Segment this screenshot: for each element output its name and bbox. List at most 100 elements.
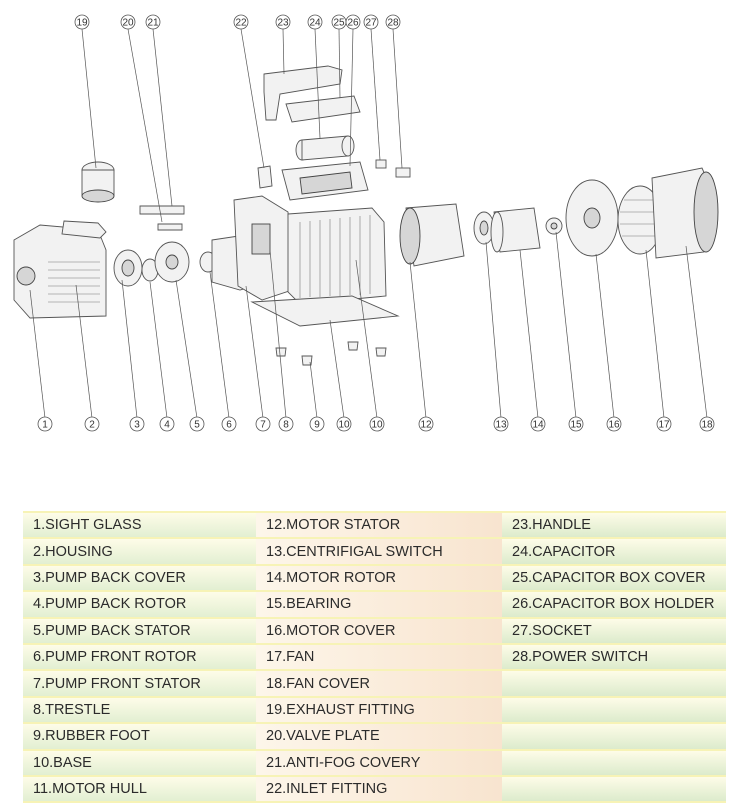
legend-row: 10.BASE 21.ANTI-FOG COVERY — [23, 749, 726, 777]
svg-text:3: 3 — [134, 420, 140, 431]
part-capacitor-box-holder-drawing — [281, 161, 369, 201]
callout-13: 13 — [493, 416, 509, 432]
legend-row: 2.HOUSING 13.CENTRIFIGAL SWITCH 24.CAPAC… — [23, 538, 726, 566]
svg-text:8: 8 — [283, 420, 289, 431]
legend-row: 6.PUMP FRONT ROTOR 17.FAN 28.POWER SWITC… — [23, 643, 726, 672]
part-motor-cover-drawing — [565, 179, 619, 257]
part-fan-cover-drawing — [651, 167, 719, 259]
legend-row: 9.RUBBER FOOT 20.VALVE PLATE — [23, 723, 726, 751]
svg-text:13: 13 — [495, 420, 507, 431]
svg-text:23: 23 — [277, 18, 289, 29]
legend-cell: 8.TRESTLE — [23, 696, 256, 725]
legend-cell: 22.INLET FITTING — [256, 775, 502, 804]
callout-3: 3 — [129, 416, 145, 432]
svg-text:15: 15 — [570, 420, 582, 431]
legend-cell — [502, 723, 726, 751]
part-motor-hull-drawing — [287, 207, 387, 305]
legend-cell: 26.CAPACITOR BOX HOLDER — [502, 591, 726, 619]
callout-19: 19 — [74, 14, 90, 30]
legend-row: 5.PUMP BACK STATOR 16.MOTOR COVER 27.SOC… — [23, 617, 726, 645]
callout-5: 5 — [189, 416, 205, 432]
callout-markers: 1 2 3 4 5 6 7 8 9 10 10 12 13 14 15 16 1… — [37, 14, 715, 432]
legend-cell: 2.HOUSING — [23, 538, 256, 566]
legend-cell: 18.FAN COVER — [256, 670, 502, 698]
legend-cell: 28.POWER SWITCH — [502, 643, 726, 672]
legend-cell — [502, 775, 726, 804]
legend-cell: 13.CENTRIFIGAL SWITCH — [256, 538, 502, 566]
legend-row: 3.PUMP BACK COVER 14.MOTOR ROTOR 25.CAPA… — [23, 564, 726, 593]
svg-text:9: 9 — [314, 420, 320, 431]
legend-cell: 19.EXHAUST FITTING — [256, 696, 502, 725]
callout-12: 12 — [418, 416, 434, 432]
legend-cell: 17.FAN — [256, 643, 502, 672]
legend-cell: 5.PUMP BACK STATOR — [23, 617, 256, 645]
legend-cell: 24.CAPACITOR — [502, 538, 726, 566]
callout-10: 10 — [336, 416, 352, 432]
part-fan-drawing — [617, 185, 663, 255]
svg-text:4: 4 — [164, 420, 170, 431]
callout-7: 7 — [255, 416, 271, 432]
svg-text:10: 10 — [371, 420, 383, 431]
callout-25: 25 — [331, 14, 347, 30]
parts-legend-table: 1.SIGHT GLASS 12.MOTOR STATOR 23.HANDLE … — [23, 510, 726, 804]
legend-row: 11.MOTOR HULL 22.INLET FITTING — [23, 775, 726, 804]
svg-text:26: 26 — [347, 18, 359, 29]
part-motor-rotor-drawing — [490, 207, 541, 253]
svg-text:7: 7 — [260, 420, 266, 431]
part-valve-plate-drawing — [139, 205, 185, 231]
legend-cell: 23.HANDLE — [502, 510, 726, 540]
legend-cell: 15.BEARING — [256, 591, 502, 619]
svg-text:21: 21 — [147, 18, 159, 29]
legend-row: 8.TRESTLE 19.EXHAUST FITTING — [23, 696, 726, 725]
legend-cell: 6.PUMP FRONT ROTOR — [23, 643, 256, 672]
legend-cell: 21.ANTI-FOG COVERY — [256, 749, 502, 777]
callout-10b: 10 — [369, 416, 385, 432]
legend-cell: 20.VALVE PLATE — [256, 723, 502, 751]
callout-17: 17 — [656, 416, 672, 432]
part-capacitor-drawing — [295, 135, 355, 161]
legend-row: 4.PUMP BACK ROTOR 15.BEARING 26.CAPACITO… — [23, 591, 726, 619]
callout-9: 9 — [309, 416, 325, 432]
legend-cell: 9.RUBBER FOOT — [23, 723, 256, 751]
legend-cell: 1.SIGHT GLASS — [23, 510, 256, 540]
legend-cell: 11.MOTOR HULL — [23, 775, 256, 804]
part-exhaust-fitting-drawing — [81, 161, 115, 203]
legend-cell: 27.SOCKET — [502, 617, 726, 645]
part-inlet-fitting-drawing — [257, 165, 273, 189]
legend-row: 7.PUMP FRONT STATOR 18.FAN COVER — [23, 670, 726, 698]
callout-18: 18 — [699, 416, 715, 432]
svg-text:20: 20 — [122, 18, 134, 29]
legend-row: 1.SIGHT GLASS 12.MOTOR STATOR 23.HANDLE — [23, 510, 726, 540]
svg-text:17: 17 — [658, 420, 670, 431]
callout-2: 2 — [84, 416, 100, 432]
callout-6: 6 — [221, 416, 237, 432]
legend-cell: 16.MOTOR COVER — [256, 617, 502, 645]
legend-cell — [502, 749, 726, 777]
part-housing-drawing — [13, 220, 107, 319]
part-base-drawing — [250, 295, 400, 327]
callout-23: 23 — [275, 14, 291, 30]
legend-cell: 7.PUMP FRONT STATOR — [23, 670, 256, 698]
svg-text:25: 25 — [333, 18, 345, 29]
svg-text:1: 1 — [42, 420, 48, 431]
svg-text:2: 2 — [89, 420, 95, 431]
svg-text:22: 22 — [235, 18, 247, 29]
svg-text:27: 27 — [365, 18, 377, 29]
callout-15: 15 — [568, 416, 584, 432]
svg-text:18: 18 — [701, 420, 713, 431]
callout-22: 22 — [233, 14, 249, 30]
part-trestle-drawing — [233, 195, 293, 301]
part-centrifugal-switch-drawing — [473, 211, 495, 245]
svg-text:5: 5 — [194, 420, 200, 431]
callout-21: 21 — [145, 14, 161, 30]
svg-text:28: 28 — [387, 18, 399, 29]
legend-cell: 10.BASE — [23, 749, 256, 777]
callout-14: 14 — [530, 416, 546, 432]
callout-16: 16 — [606, 416, 622, 432]
svg-text:12: 12 — [420, 420, 432, 431]
part-capacitor-box-cover-drawing — [285, 95, 361, 123]
callout-4: 4 — [159, 416, 175, 432]
part-rubber-feet-drawing — [275, 341, 387, 366]
svg-text:14: 14 — [532, 420, 544, 431]
legend-cell: 12.MOTOR STATOR — [256, 510, 502, 540]
